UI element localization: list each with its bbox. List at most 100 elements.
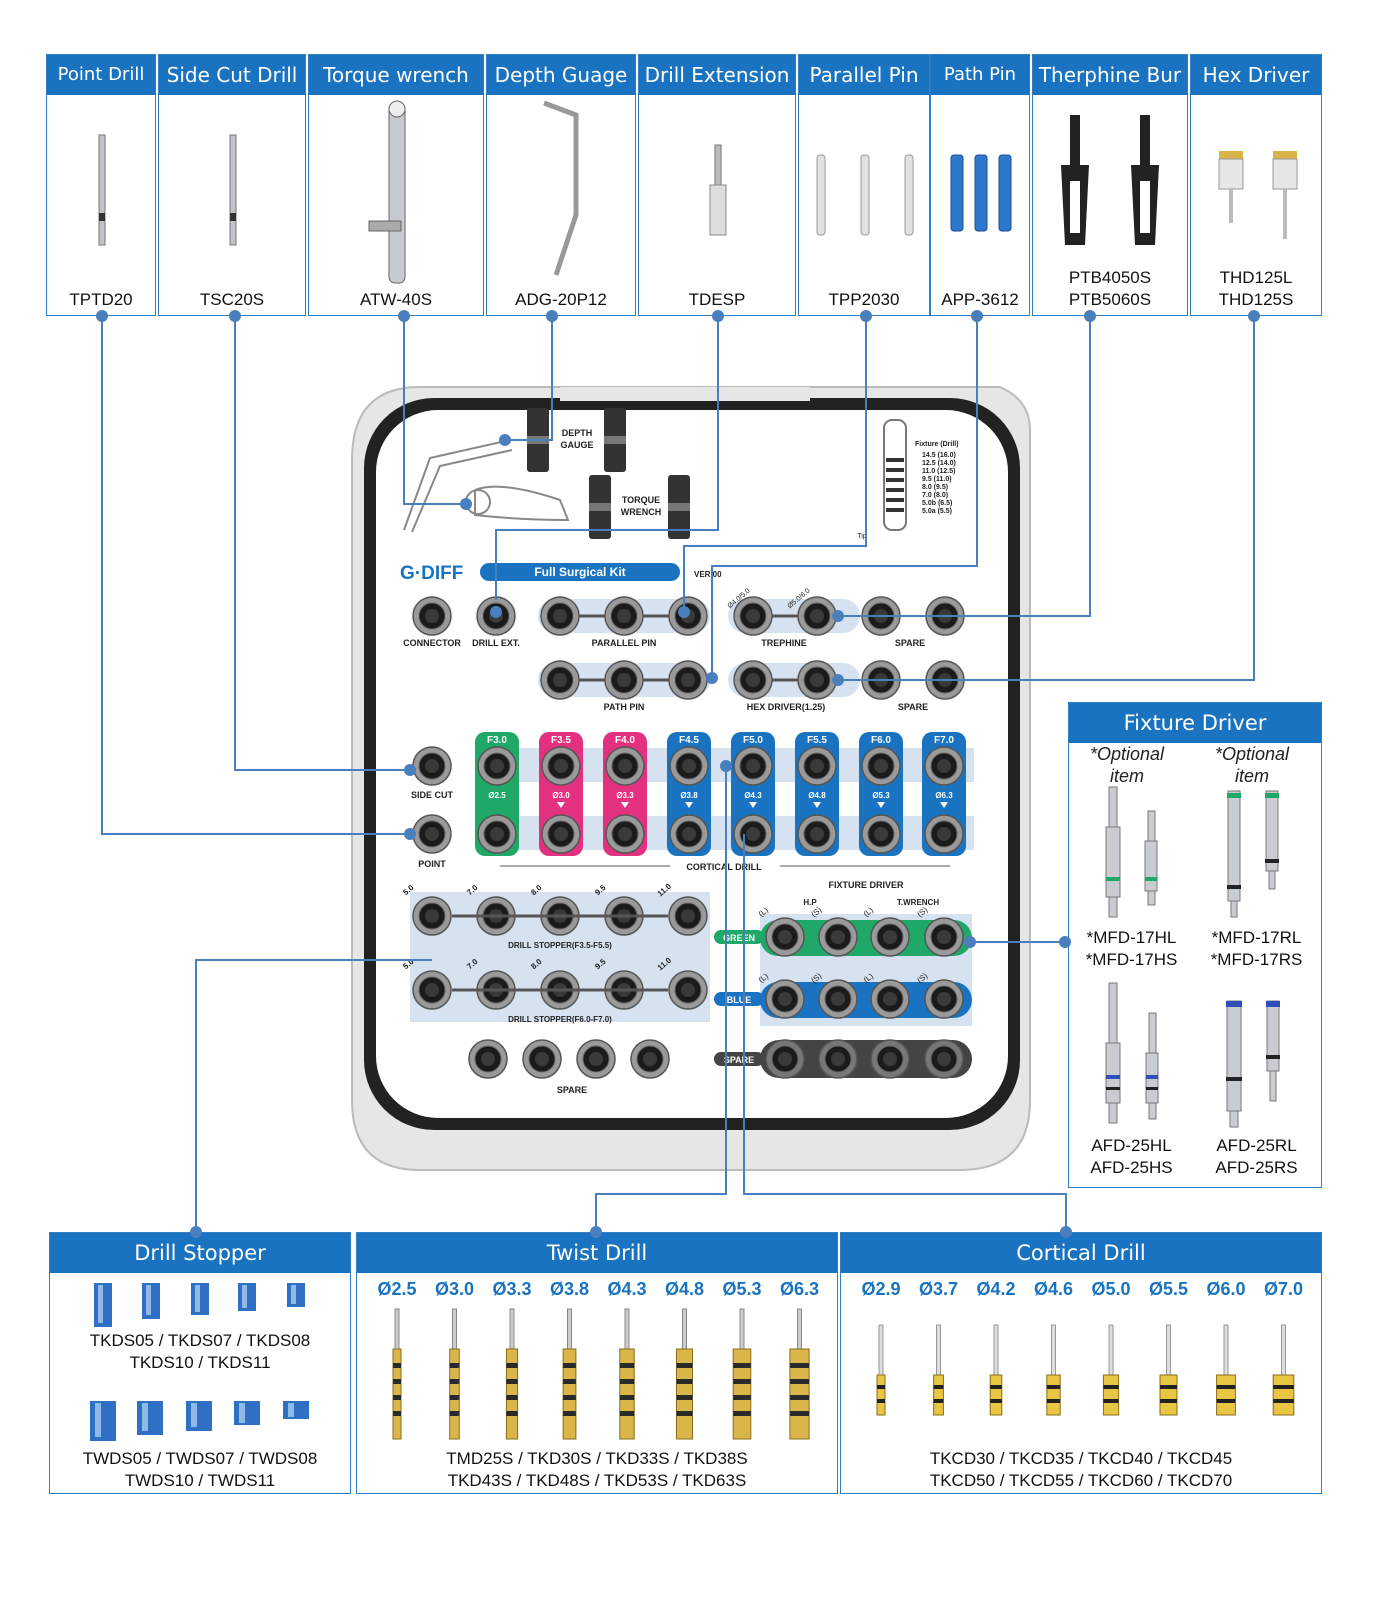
cortical-drill bbox=[1159, 1324, 1178, 1416]
instrument-slot bbox=[870, 979, 910, 1019]
instrument-slot bbox=[733, 596, 773, 636]
fixture-code: *MFD-17HS bbox=[1085, 950, 1178, 969]
cortical-drill bbox=[1102, 1324, 1120, 1416]
fixture-code: AFD-25RL bbox=[1216, 1136, 1297, 1155]
instrument-slot bbox=[797, 814, 837, 854]
stopper-code: TKDS10 / TKDS11 bbox=[129, 1353, 271, 1372]
twist-drill-illustrations bbox=[392, 1308, 810, 1440]
instrument-slot bbox=[797, 746, 837, 786]
svg-text:CONNECTOR: CONNECTOR bbox=[403, 638, 461, 648]
instrument-slot bbox=[797, 660, 837, 700]
svg-text:G·DIFF: G·DIFF bbox=[400, 563, 463, 584]
tool-card-code: PTB5060S bbox=[1068, 290, 1152, 309]
svg-text:SPARE: SPARE bbox=[724, 1055, 754, 1065]
tool-illustration bbox=[543, 100, 579, 276]
tool-card-code: TPP2030 bbox=[828, 290, 900, 309]
twist-drill bbox=[562, 1308, 577, 1440]
fixture-code: *MFD-17RS bbox=[1210, 950, 1303, 969]
tool-illustration bbox=[1061, 115, 1159, 245]
instrument-slot bbox=[924, 979, 964, 1019]
drill-size-label: Ø2.9 bbox=[861, 1279, 901, 1299]
svg-text:DEPTH: DEPTH bbox=[562, 428, 593, 438]
optional-note-left: *Optional item bbox=[1089, 744, 1165, 786]
instrument-slot bbox=[861, 814, 901, 854]
drill-size-label: Ø2.5 bbox=[377, 1279, 417, 1299]
cortical-drill bbox=[989, 1324, 1003, 1416]
instrument-slot bbox=[818, 1039, 858, 1079]
svg-text:HEX DRIVER(1.25): HEX DRIVER(1.25) bbox=[747, 702, 826, 712]
drill-size-label: Ø6.0 bbox=[1206, 1279, 1246, 1299]
twist-code: TKD43S / TKD48S / TKD53S / TKD63S bbox=[447, 1471, 747, 1490]
tool-card-title: Torque wrench bbox=[309, 55, 483, 95]
fixture-code: *MFD-17RL bbox=[1211, 928, 1302, 947]
drill-stopper-illustrations bbox=[90, 1283, 309, 1441]
svg-text:14.5 (16.0): 14.5 (16.0) bbox=[922, 452, 956, 459]
tool-card-title: Path Pin bbox=[931, 55, 1029, 95]
instrument-slot bbox=[870, 917, 910, 957]
svg-text:PARALLEL PIN: PARALLEL PIN bbox=[592, 638, 657, 648]
cortical-code: TKCD50 / TKCD55 / TKCD60 / TKCD70 bbox=[929, 1471, 1233, 1490]
instrument-slot bbox=[924, 1039, 964, 1079]
instrument-slot bbox=[797, 596, 837, 636]
svg-text:12.5 (14.0): 12.5 (14.0) bbox=[922, 460, 956, 467]
drill-size-label: Ø3.8 bbox=[549, 1279, 590, 1299]
drill-size-label: Ø5.0 bbox=[1091, 1279, 1131, 1299]
svg-text:Ø3.8: Ø3.8 bbox=[680, 791, 698, 800]
tool-card-title: Depth Guage bbox=[487, 55, 635, 95]
svg-text:F3.5: F3.5 bbox=[551, 735, 571, 746]
fixture-code: AFD-25HL bbox=[1091, 1136, 1172, 1155]
svg-text:CORTICAL DRILL: CORTICAL DRILL bbox=[686, 862, 762, 872]
svg-text:9.5 (11.0): 9.5 (11.0) bbox=[922, 476, 952, 483]
instrument-slot bbox=[412, 896, 452, 936]
tool-card-code: TSC20S bbox=[199, 290, 265, 309]
instrument-slot bbox=[477, 814, 517, 854]
tool-illustration bbox=[98, 134, 106, 246]
cortical-drill bbox=[1046, 1324, 1061, 1416]
instrument-slot bbox=[818, 917, 858, 957]
stopper-code: TWDS05 / TWDS07 / TWDS08 bbox=[82, 1449, 318, 1468]
svg-text:T.WRENCH: T.WRENCH bbox=[897, 898, 939, 907]
instrument-slot bbox=[924, 814, 964, 854]
cortical-drill-illustrations bbox=[876, 1324, 1295, 1416]
svg-text:Tip: Tip bbox=[857, 533, 867, 540]
svg-text:Ø4.8: Ø4.8 bbox=[808, 791, 826, 800]
tool-illustration bbox=[229, 134, 237, 246]
svg-text:F4.5: F4.5 bbox=[679, 735, 699, 746]
instrument-slot bbox=[540, 660, 580, 700]
svg-text:SPARE: SPARE bbox=[895, 638, 925, 648]
svg-text:Ø4.3: Ø4.3 bbox=[744, 791, 762, 800]
svg-text:TORQUE: TORQUE bbox=[622, 495, 660, 505]
instrument-slot bbox=[605, 746, 645, 786]
tool-illustration bbox=[816, 154, 914, 236]
tool-card-code: THD125L bbox=[1219, 268, 1293, 287]
instrument-slot bbox=[412, 814, 452, 854]
tool-card-title: Therphine Bur bbox=[1033, 55, 1187, 95]
drill-size-label: Ø4.3 bbox=[607, 1279, 647, 1299]
tool-card-title: Side Cut Drill bbox=[159, 55, 305, 95]
instrument-slot bbox=[924, 917, 964, 957]
twist-drill-title: Twist Drill bbox=[357, 1233, 837, 1273]
svg-text:Ø6.3: Ø6.3 bbox=[935, 791, 953, 800]
tool-card-code: PTB4050S bbox=[1068, 268, 1152, 287]
svg-text:BLUE: BLUE bbox=[727, 995, 752, 1005]
svg-text:DRILL STOPPER(F6.0-F7.0): DRILL STOPPER(F6.0-F7.0) bbox=[508, 1015, 612, 1024]
svg-text:Ø2.5: Ø2.5 bbox=[488, 791, 506, 800]
svg-text:F3.0: F3.0 bbox=[487, 735, 507, 746]
tool-card-code: THD125S bbox=[1218, 290, 1294, 309]
instrument-slot bbox=[412, 746, 452, 786]
instrument-slot bbox=[412, 970, 452, 1010]
tool-illustration bbox=[709, 144, 727, 236]
instrument-slot bbox=[604, 596, 644, 636]
drill-size-label: Ø3.3 bbox=[492, 1279, 532, 1299]
fixture-code: *MFD-17HL bbox=[1086, 928, 1177, 947]
instrument-slot bbox=[540, 596, 580, 636]
fixture-code: AFD-25RS bbox=[1215, 1158, 1298, 1177]
stopper-code: TKDS05 / TKDS07 / TKDS08 bbox=[89, 1331, 311, 1350]
drill-size-label: Ø4.6 bbox=[1033, 1279, 1074, 1299]
twist-drill bbox=[676, 1308, 693, 1440]
